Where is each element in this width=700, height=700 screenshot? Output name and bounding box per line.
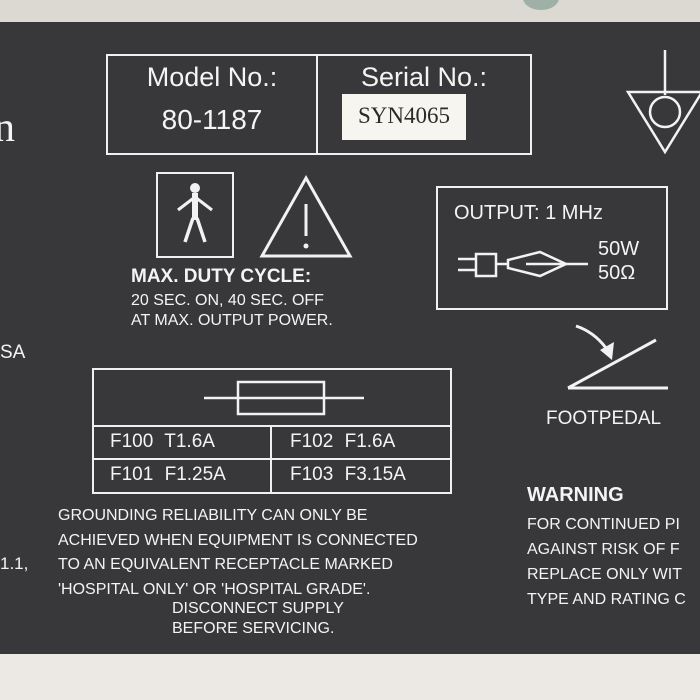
serial-value: SYN4065: [342, 94, 466, 140]
grounding-line-3: TO AN EQUIVALENT RECEPTACLE MARKED: [58, 556, 393, 573]
model-value: 80-1187: [161, 104, 263, 135]
output-power: 50W: [598, 238, 640, 260]
model-serial-divider: [316, 54, 318, 155]
equipotential-ground-icon: [625, 50, 700, 155]
disconnect-line-1: DISCONNECT SUPPLY: [172, 600, 344, 617]
grounding-line-2: ACHIEVED WHEN EQUIPMENT IS CONNECTED: [58, 531, 418, 549]
casing-knob: [523, 0, 559, 10]
serial-label: Serial No.:: [360, 62, 488, 92]
left-edge-text-1: SA: [0, 342, 26, 363]
bf-patient-part-icon: [177, 183, 213, 243]
left-edge-text-2: 1.1,: [0, 554, 29, 573]
duty-cycle-line-1: 20 SEC. ON, 40 SEC. OFF: [131, 292, 324, 309]
warning-line-3: REPLACE ONLY WIT: [527, 566, 682, 583]
device-casing-bottom: [0, 654, 700, 700]
brand-fragment: n: [0, 105, 15, 151]
fuse-cell-f103: F103 F3.15A: [290, 464, 406, 485]
output-title: OUTPUT: 1 MHz: [454, 202, 603, 224]
fuse-icon: [204, 380, 364, 416]
duty-cycle-line-2: AT MAX. OUTPUT POWER.: [131, 312, 333, 329]
fuse-column-divider: [270, 425, 272, 492]
fuse-header-divider: [94, 425, 450, 427]
grounding-line-4: 'HOSPITAL ONLY' OR 'HOSPITAL GRADE'.: [58, 580, 371, 598]
warning-text: FOR CONTINUED PI AGAINST RISK OF F REPLA…: [527, 512, 686, 612]
rf-output-connector-icon: [458, 250, 588, 278]
bf-patient-part-box: [156, 172, 234, 258]
fuse-table: [92, 368, 452, 494]
model-label: Model No.:: [146, 62, 278, 92]
grounding-notice: GROUNDING RELIABILITY CAN ONLY BE ACHIEV…: [58, 504, 418, 602]
fuse-cell-f102: F102 F1.6A: [290, 431, 396, 452]
duty-cycle-title: MAX. DUTY CYCLE:: [131, 266, 312, 287]
warning-title: WARNING: [527, 484, 624, 506]
disconnect-line-2: BEFORE SERVICING.: [172, 620, 335, 637]
fuse-row-divider: [94, 458, 450, 460]
grounding-line-1: GROUNDING RELIABILITY CAN ONLY BE: [58, 507, 368, 524]
fuse-cell-f101: F101 F1.25A: [110, 464, 226, 485]
fuse-cell-f100: F100 T1.6A: [110, 431, 215, 452]
footpedal-label: FOOTPEDAL: [546, 408, 662, 429]
warning-line-1: FOR CONTINUED PI: [527, 516, 680, 533]
device-casing-top: [0, 0, 700, 22]
footpedal-icon: [567, 324, 668, 390]
warning-line-2: AGAINST RISK OF F: [527, 541, 680, 558]
model-serial-box: [106, 54, 532, 155]
equipment-label: n SA 1.1, Model No.: 80-1187 Serial No.:…: [0, 22, 700, 654]
warning-triangle-icon: [259, 174, 353, 258]
warning-line-4: TYPE AND RATING C: [527, 591, 686, 608]
output-box: [436, 186, 668, 310]
output-impedance: 50Ω: [598, 262, 636, 284]
